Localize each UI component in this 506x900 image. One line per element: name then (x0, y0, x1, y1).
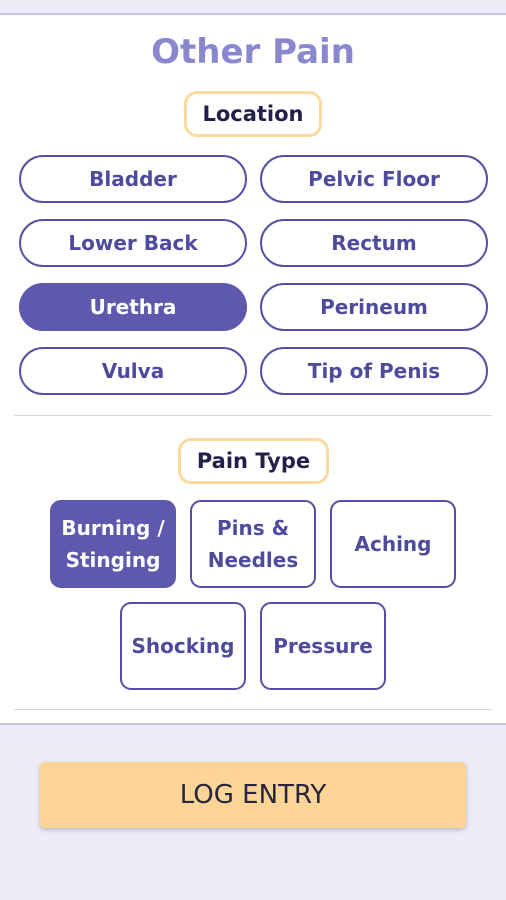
section-divider (14, 415, 492, 416)
pain-type-shocking[interactable]: Shocking (120, 602, 246, 690)
pain-type-pressure[interactable]: Pressure (260, 602, 386, 690)
pain-type-aching[interactable]: Aching (330, 500, 456, 588)
location-option-rectum[interactable]: Rectum (260, 219, 488, 267)
location-option-pelvic-floor[interactable]: Pelvic Floor (260, 155, 488, 203)
pain-type-burning-stinging[interactable]: Burning / Stinging (50, 500, 176, 588)
location-option-tip-of-penis[interactable]: Tip of Penis (260, 347, 488, 395)
location-option-lower-back[interactable]: Lower Back (19, 219, 247, 267)
location-option-perineum[interactable]: Perineum (260, 283, 488, 331)
location-option-vulva[interactable]: Vulva (19, 347, 247, 395)
top-strip (0, 0, 506, 15)
section-divider-bottom (14, 709, 492, 710)
location-option-bladder[interactable]: Bladder (19, 155, 247, 203)
pain-type-label: Pain Type (178, 438, 329, 484)
page-title: Other Pain (151, 32, 355, 72)
pain-type-pins-needles[interactable]: Pins & Needles (190, 500, 316, 588)
log-entry-button[interactable]: LOG ENTRY (40, 762, 466, 828)
location-label: Location (184, 91, 322, 137)
location-option-urethra[interactable]: Urethra (19, 283, 247, 331)
